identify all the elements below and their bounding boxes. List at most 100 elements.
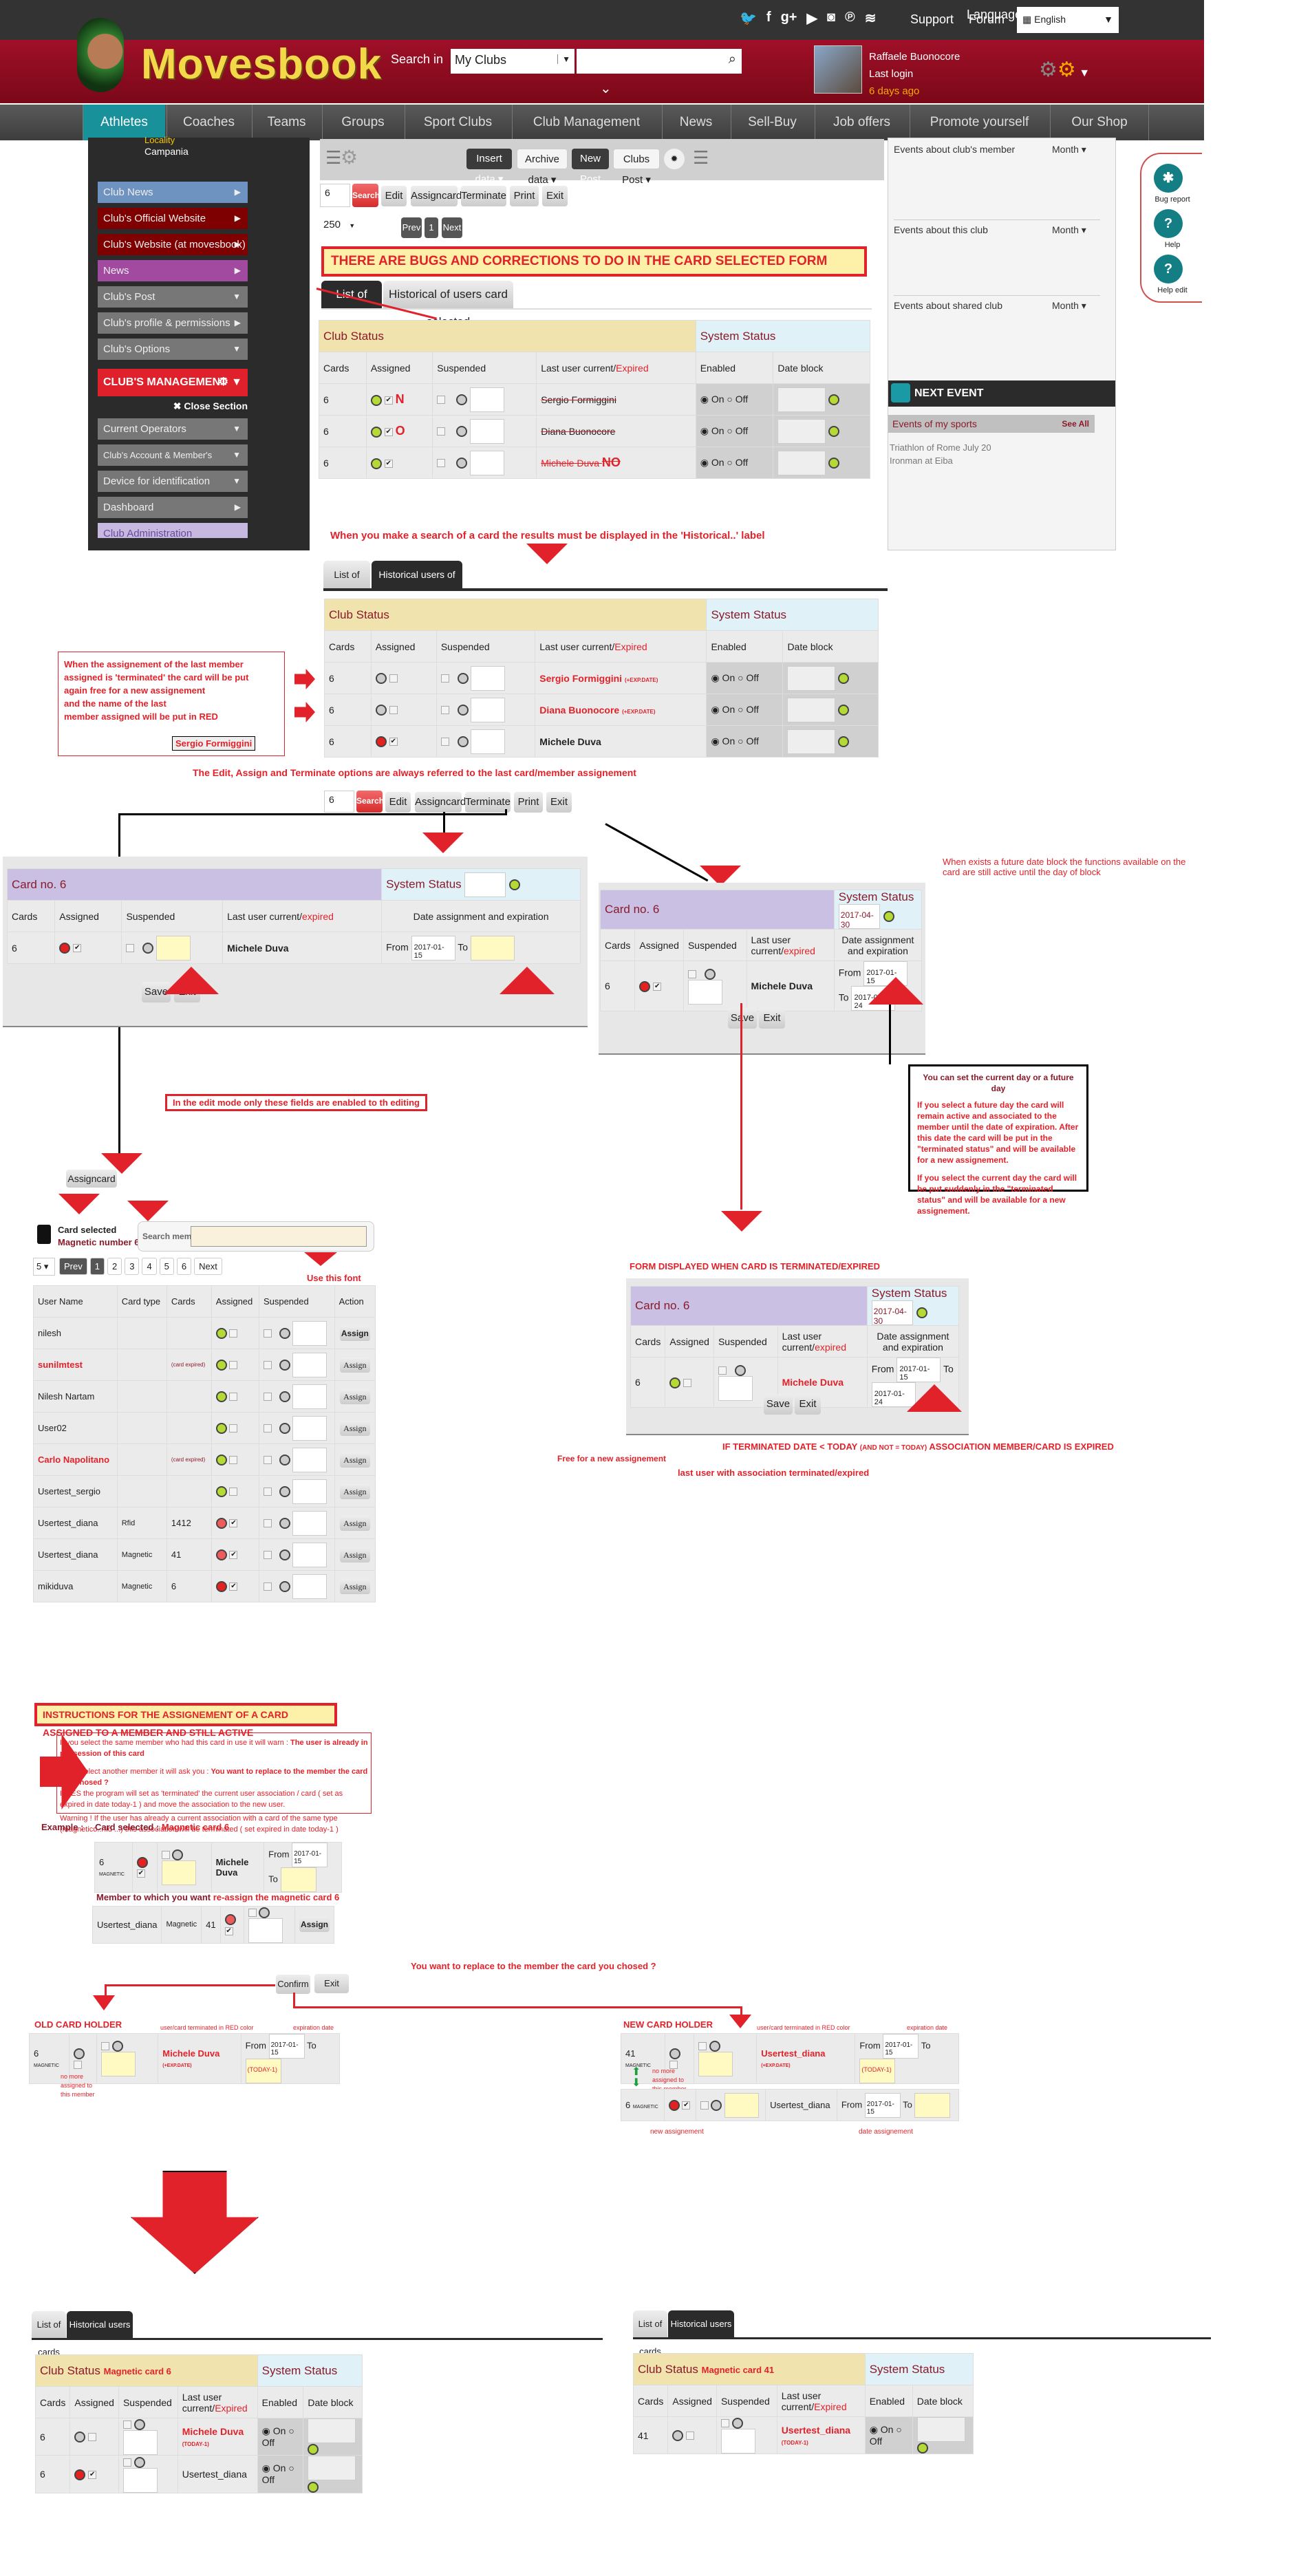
checkbox[interactable]: ✔ — [384, 460, 393, 469]
checkbox[interactable] — [229, 1487, 238, 1496]
save-button[interactable]: Save — [728, 1008, 757, 1029]
checkbox[interactable] — [440, 737, 449, 746]
nav-our-shop[interactable]: Our Shop — [1050, 105, 1149, 140]
terminate-button[interactable]: Terminate — [465, 792, 511, 813]
search-member-input[interactable] — [191, 1226, 367, 1247]
tab-list-of-cards[interactable]: List of cards — [323, 561, 370, 608]
rss-icon[interactable]: ≋ — [864, 11, 877, 26]
tab-historical-users[interactable]: Historical users of the card selected — [372, 561, 462, 608]
checkbox[interactable] — [687, 969, 696, 978]
enabled-toggle[interactable]: ◉ On ○ Off — [706, 662, 784, 694]
event-item[interactable]: Ironman at Eiba — [890, 455, 953, 466]
twitter-icon[interactable]: 🐦 — [740, 11, 757, 26]
checkbox[interactable]: ✔ — [653, 982, 662, 991]
sidebar-item-official-website[interactable]: Club's Official Website▶ — [98, 208, 248, 229]
sidebar-item-news[interactable]: News▶ — [98, 260, 248, 281]
assign-button[interactable]: Assign — [339, 1357, 370, 1373]
checkbox[interactable] — [122, 2458, 131, 2467]
checkbox[interactable] — [263, 1360, 272, 1369]
nav-groups[interactable]: Groups — [322, 105, 403, 140]
nav-teams[interactable]: Teams — [252, 105, 321, 140]
checkbox[interactable] — [263, 1550, 272, 1559]
page-1-button[interactable]: 1 — [425, 217, 438, 238]
facebook-icon[interactable]: f — [766, 10, 771, 25]
checkbox[interactable] — [73, 2061, 82, 2070]
support-link[interactable]: Support — [910, 12, 954, 26]
checkbox[interactable] — [248, 1908, 257, 1917]
nav-coaches[interactable]: Coaches — [167, 105, 250, 140]
checkbox[interactable] — [389, 706, 398, 715]
assign-button[interactable]: Assign — [339, 1325, 370, 1341]
edit-button[interactable]: Edit — [381, 186, 407, 206]
checkbox[interactable] — [698, 2042, 707, 2051]
checkbox[interactable] — [122, 2421, 131, 2429]
checkbox[interactable] — [263, 1455, 272, 1464]
assign-button[interactable]: Assign — [339, 1578, 370, 1594]
search-scope-select[interactable]: My Clubs ▼ — [451, 49, 575, 74]
tab-historical[interactable]: Historical of users card selected — [383, 281, 513, 328]
checkbox[interactable]: ✔ — [389, 738, 398, 747]
assigncard-button[interactable]: Assigncard — [411, 186, 462, 206]
tab-list-of-cards[interactable]: List of cards — [32, 2311, 66, 2357]
sidebar-item-movesbook-website[interactable]: Club's Website (at movesbook)▶ — [98, 234, 248, 255]
suspend-date-input[interactable] — [687, 979, 722, 1005]
enabled-toggle[interactable]: ◉ On ○ Off — [706, 725, 784, 758]
gear-icon[interactable]: ⚙ — [341, 147, 358, 168]
search-input[interactable]: ⌕ — [577, 49, 742, 74]
checkbox[interactable]: ✔ — [73, 944, 82, 953]
suspend-date-input[interactable] — [471, 729, 506, 754]
assigncard-button[interactable]: Assigncard — [66, 1170, 117, 1188]
checkbox[interactable] — [683, 1378, 692, 1387]
prev-page-button[interactable]: Prev — [401, 217, 422, 238]
nav-promote-yourself[interactable]: Promote yourself — [910, 105, 1049, 140]
page-button-prev[interactable]: Prev — [59, 1258, 87, 1275]
bug-report-icon[interactable]: ✱ — [1154, 164, 1183, 193]
checkbox[interactable] — [263, 1392, 272, 1401]
suspend-date-input[interactable] — [292, 1574, 328, 1599]
enabled-toggle[interactable]: ◉ On ○ Off — [695, 415, 774, 447]
exit-button[interactable]: Exit — [542, 186, 568, 206]
menu-icon[interactable]: ☰ — [325, 147, 342, 168]
suspend-date-input[interactable] — [101, 2052, 136, 2077]
assign-button[interactable]: Assign — [299, 1917, 330, 1933]
next-page-button[interactable]: Next — [442, 217, 462, 238]
page-button-2[interactable]: 2 — [107, 1258, 122, 1275]
checkbox[interactable] — [161, 1851, 170, 1860]
suspend-date-input[interactable] — [724, 2092, 760, 2118]
checkbox[interactable] — [263, 1582, 272, 1591]
enabled-toggle[interactable]: ◉ On ○ Off — [864, 2416, 913, 2455]
checkbox[interactable] — [720, 2419, 729, 2428]
archive-data-button[interactable]: Archive data ▾ — [517, 149, 568, 186]
enabled-toggle[interactable]: ◉ On ○ Off — [706, 694, 784, 726]
help-edit-icon[interactable]: ? — [1154, 255, 1183, 283]
date-block-input[interactable] — [787, 697, 836, 722]
gear-icon[interactable]: ⚙ — [1057, 58, 1076, 81]
expand-chevron-icon[interactable]: ⌄ — [600, 81, 612, 96]
nav-job-offers[interactable]: Job offers — [815, 105, 908, 140]
period-select[interactable]: Month ▾ — [1052, 300, 1086, 311]
settings-menu[interactable]: ⚙⚙ ▼ — [1039, 58, 1090, 82]
suspend-date-input[interactable] — [469, 450, 504, 475]
edit-button[interactable]: Edit — [385, 792, 411, 813]
suspend-date-input[interactable] — [161, 1860, 196, 1886]
per-page-select[interactable]: 250 ▼ — [323, 219, 356, 230]
chevron-down-icon[interactable]: ▼ — [1075, 67, 1091, 79]
menu-icon[interactable]: ☰ — [693, 147, 709, 168]
checkbox[interactable] — [229, 1329, 238, 1338]
suspend-date-input[interactable] — [469, 418, 504, 444]
date-block-input[interactable] — [787, 729, 836, 754]
print-button[interactable]: Print — [510, 186, 539, 206]
block-date-input[interactable]: 2017-04-30 — [871, 1300, 913, 1326]
sidebar-item-accounts[interactable]: Club's Account & Member's Accounts▼ — [98, 444, 248, 482]
language-select[interactable]: ▦ English ▼ — [1017, 7, 1119, 33]
sidebar-item-club-administration[interactable]: Club Administration — [98, 523, 248, 539]
suspend-date-input[interactable] — [292, 1479, 328, 1504]
club-management-header[interactable]: CLUB'S MANAGEMENT⚙▼ — [98, 369, 248, 396]
date-block-input[interactable] — [777, 387, 826, 412]
settings-icon[interactable]: ✹ — [664, 149, 685, 169]
checkbox[interactable] — [437, 395, 446, 404]
period-select[interactable]: Month ▾ — [1052, 224, 1086, 235]
save-button[interactable]: Save — [142, 982, 171, 1002]
block-date-input[interactable] — [464, 872, 506, 897]
google-plus-icon[interactable]: g+ — [780, 10, 797, 25]
